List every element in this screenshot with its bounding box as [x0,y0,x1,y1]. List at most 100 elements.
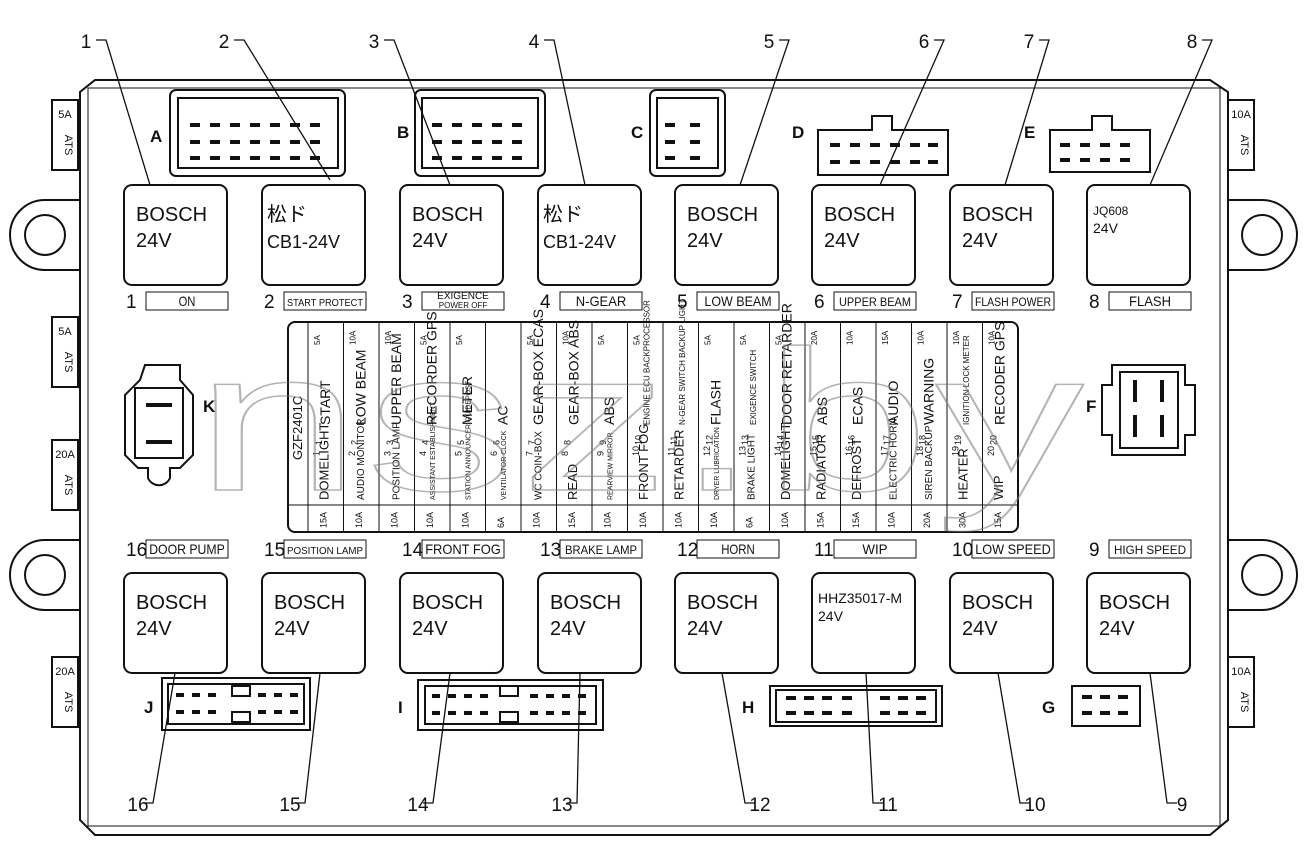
relay-label: FLASH POWER [975,295,1051,309]
relay-label: UPPER BEAM [839,295,911,309]
connector-letter-b: B [397,123,409,142]
fuse-amp: 10A [988,330,997,345]
relay-label: FLASH [1129,293,1171,309]
connector-letter-c: C [631,123,643,142]
relay-voltage: 24V [1093,220,1119,236]
watermark: nsz.by [195,310,1090,533]
callout-9: 9 [1149,672,1187,816]
relay-label-line2: POWER OFF [439,301,488,310]
fuse-name: FLASH [708,380,724,425]
fuse-amp: 5A [526,335,535,345]
relay-brand: BOSCH [687,592,758,614]
fuse-amp: 10A [354,512,364,528]
relay-brand: BOSCH [550,592,621,614]
callout-number: 10 [1024,795,1045,816]
side-fuse-type: ATS [62,352,74,373]
fuse-name: REARVIEW MIRROR [608,432,615,500]
relay-brand: BOSCH [412,204,483,226]
housing-outline [79,79,1229,836]
connector-h [769,685,943,727]
callout-11: 11 [865,672,898,816]
connector-letter-h: H [742,698,754,717]
fuse-name: ABS [601,397,617,425]
fuse-number: 18 [915,446,925,456]
callout-number: 13 [551,795,572,816]
fuse-number: 6 [489,451,499,456]
relay-brand: BOSCH [1099,592,1170,614]
fuse-name: RECODER GPS [992,322,1008,425]
fuse-amp: 15A [993,512,1003,528]
fuse-name: START [317,380,333,425]
fuse-amp: 15A [851,512,861,528]
relay-brand: JQ608 [1093,204,1129,218]
fuse-number: 7 [527,440,537,445]
callout-number: 14 [407,795,429,816]
fuse-name: GEAR-BOX ABS [566,320,582,425]
callout-2: 2 [219,32,331,181]
side-fuse-amp: 10A [1231,666,1251,678]
fuse-amp: 5A [704,335,713,345]
fuse-number: 4 [418,451,428,456]
connector-letter-i: I [398,698,403,717]
mounting-tabs [9,199,1298,611]
fuse-number: 3 [385,440,395,445]
fuse-amp: 10A [562,330,571,345]
relay-brand: HHZ35017-M [818,590,902,606]
fuse-number: 12 [705,435,715,445]
fuse-amp: 5A [420,335,429,345]
fuse-name: ENGINE ECU BACKPROCESSOR [643,300,652,425]
fuse-name: ECAS [850,387,866,425]
fuse-amp: 15A [319,512,329,528]
fuse-name: N-GEAR SWITCH BACKUP LIGHT [678,299,687,425]
relay-voltage: 24V [824,230,860,252]
fuse-number: 17 [880,446,890,456]
fuse-name: READ [565,464,580,500]
fuse-amp: 10A [887,512,897,528]
fuse-name: SIREN BACKUP [924,425,935,500]
side-fuse-type: ATS [62,692,74,713]
connector-a [169,89,346,177]
fuse-amp: 10A [846,330,855,345]
callout-4: 4 [529,32,586,186]
side-fuse-amp: 20A [55,449,75,461]
connector-letter-a: A [150,127,162,146]
fuse-slot-top-12: FLASH 12 5A [704,335,724,445]
relay-label: LOW SPEED [975,541,1051,557]
fuse-number: 11 [667,447,677,456]
fuse-number: 10 [634,435,644,445]
relay-number: 16 [126,540,147,561]
fuse-amp: 10A [674,512,684,528]
callout-number: 4 [529,32,540,53]
fuse-name: METER [459,376,475,425]
fuse-name: RECORDER GPS [424,311,440,425]
fuse-number: 13 [738,446,748,456]
relay-number: 4 [540,292,551,313]
callout-3: 3 [369,32,451,186]
callout-1: 1 [81,32,151,186]
relay-number: 11 [814,540,834,561]
fuse-name: ASSISTANT ESTABLISHMENT [430,401,437,500]
relay-voltage: 24V [1099,618,1135,640]
connector-j [161,677,311,731]
relay-label: N-GEAR [576,293,626,309]
relay-number: 13 [540,540,561,561]
